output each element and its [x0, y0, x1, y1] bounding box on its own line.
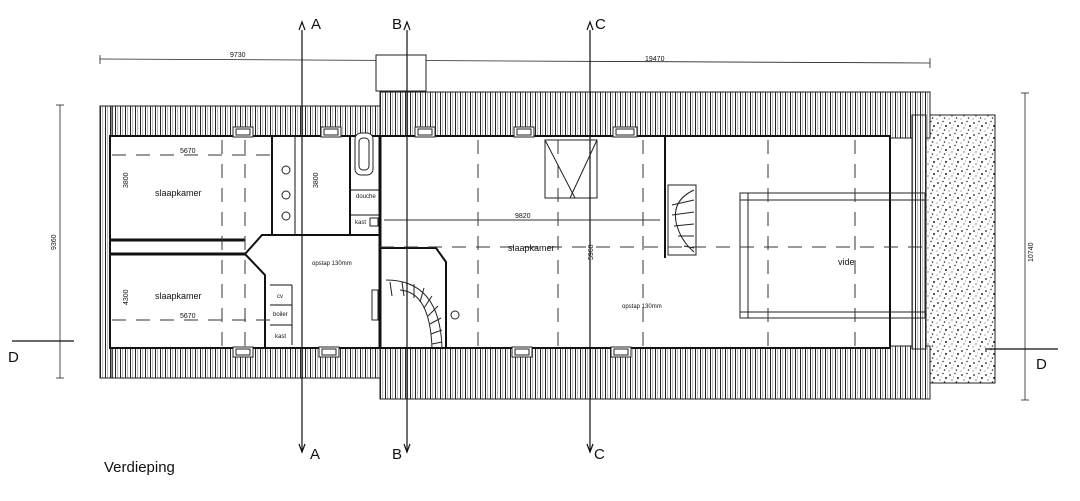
dashed-lines [112, 140, 925, 346]
dim-room-bottom-depth: 4300 [123, 289, 130, 305]
dim-room-top-width: 5670 [180, 148, 196, 155]
roof-windows [232, 126, 638, 358]
room-label-opstap-1: opstap 130mm [312, 261, 352, 267]
dim-top-right: 19470 [645, 56, 665, 63]
room-label-slaapkamer-1: slaapkamer [155, 188, 202, 198]
dim-top-left: 9730 [230, 52, 246, 59]
vide-opening [739, 192, 926, 319]
section-label-c-bottom: C [594, 446, 605, 463]
section-label-c-top: C [595, 16, 606, 33]
dim-right-height: 10740 [1028, 242, 1035, 262]
section-label-b-top: B [392, 16, 402, 33]
dim-room-bottom-width: 5670 [180, 313, 196, 320]
dim-room-top-depth: 3800 [123, 172, 130, 188]
dim-bath-depth: 3800 [313, 172, 320, 188]
staircase-main [371, 279, 460, 349]
staircase-spiral [667, 184, 697, 256]
roof-hatch [544, 139, 598, 199]
dim-center-width: 9820 [515, 213, 531, 220]
chimney [375, 54, 427, 92]
interior-walls [110, 136, 666, 348]
section-label-a-bottom: A [310, 446, 320, 463]
plan-title: Verdieping [104, 459, 175, 476]
section-label-b-bottom: B [392, 446, 402, 463]
room-label-boiler: boiler [273, 312, 288, 318]
gravel-terrace [924, 114, 996, 384]
room-label-kast-1: kast [355, 220, 366, 226]
dim-center-depth: 5960 [588, 244, 595, 260]
room-label-kast-2: kast [275, 334, 286, 340]
room-label-slaapkamer-2: slaapkamer [155, 291, 202, 301]
section-label-d-left: D [8, 349, 19, 366]
room-label-opstap-2: opstap 130mm [622, 304, 662, 310]
floor-interior [109, 135, 891, 349]
section-label-a-top: A [311, 16, 321, 33]
room-label-vide: vide [838, 257, 855, 267]
room-label-douche: douche [356, 194, 376, 200]
dim-left-height: 9360 [51, 234, 58, 250]
bathroom-fixtures [281, 132, 379, 227]
section-label-d-right: D [1036, 356, 1047, 373]
room-label-slaapkamer-3: slaapkamer [508, 243, 555, 253]
room-label-cv: cv [277, 294, 283, 300]
section-lines [12, 20, 1058, 454]
